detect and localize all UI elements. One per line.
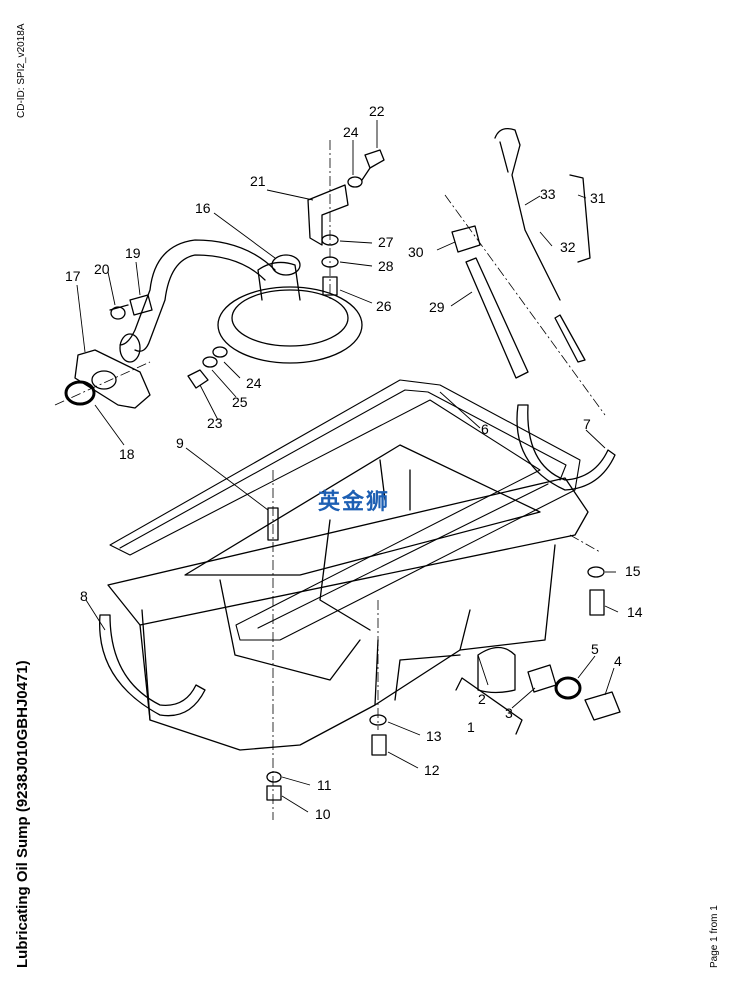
callout-21: 21 (250, 173, 266, 189)
callout-1: 1 (467, 719, 475, 735)
callout-31: 31 (590, 190, 606, 206)
callout-30: 30 (408, 244, 424, 260)
callout-33: 33 (540, 186, 556, 202)
adaptor-3 (527, 664, 557, 693)
flange-hole (91, 370, 117, 390)
washer-24-top (347, 176, 363, 188)
tube-cap (451, 225, 481, 253)
oil-strainer (119, 239, 363, 364)
nut-10 (266, 785, 282, 801)
seal-left (99, 614, 206, 717)
callout-15: 15 (625, 563, 641, 579)
oil-sump-pan (107, 444, 589, 751)
bracket (307, 184, 349, 246)
callout-6: 6 (481, 421, 489, 437)
group-bracket-31 (569, 174, 591, 263)
washer-24-low (212, 346, 228, 358)
callout-17: 17 (65, 268, 81, 284)
dipstick-tube (465, 257, 529, 379)
callout-2: 2 (478, 691, 486, 707)
callout-27: 27 (378, 234, 394, 250)
callout-18: 18 (119, 446, 135, 462)
callout-26: 26 (376, 298, 392, 314)
seal-right (516, 404, 616, 491)
bolt-22 (361, 149, 385, 181)
leader-lines (76, 120, 619, 813)
nut-26 (322, 276, 338, 296)
callout-32: 32 (560, 239, 576, 255)
dipstick-blade (554, 314, 586, 363)
bolt-14 (589, 589, 605, 616)
callout-9: 9 (176, 435, 184, 451)
callout-22: 22 (369, 103, 385, 119)
washer-15 (587, 566, 605, 578)
bolt-19 (109, 294, 153, 316)
seal-ring-5 (554, 676, 582, 700)
callout-11: 11 (317, 777, 332, 793)
washer-11 (266, 771, 282, 783)
dipstick (494, 127, 561, 301)
callout-19: 19 (125, 245, 141, 261)
group-bracket-1 (455, 677, 523, 735)
callout-12: 12 (424, 762, 440, 778)
washer-25 (202, 356, 218, 368)
callout-28: 28 (378, 258, 394, 274)
bolt-12 (371, 734, 387, 756)
callout-24-top: 24 (343, 124, 359, 140)
callout-4: 4 (614, 653, 622, 669)
callout-25: 25 (232, 394, 248, 410)
callout-5: 5 (591, 641, 599, 657)
callout-24-low: 24 (246, 375, 262, 391)
stud (267, 507, 279, 541)
callout-23: 23 (207, 415, 223, 431)
callout-10: 10 (315, 806, 331, 822)
nut-23 (187, 369, 209, 389)
callout-3: 3 (505, 705, 513, 721)
callout-20: 20 (94, 261, 110, 277)
drain-plug-4 (584, 691, 621, 721)
callout-29: 29 (429, 299, 445, 315)
o-ring (64, 380, 96, 406)
sump-gasket (109, 379, 581, 641)
callout-14: 14 (627, 604, 643, 620)
callout-7: 7 (583, 416, 591, 432)
watermark-logo: 英金狮 (318, 490, 391, 515)
callout-16: 16 (195, 200, 211, 216)
callout-8: 8 (80, 588, 88, 604)
washer-20 (110, 306, 126, 320)
centerlines (54, 140, 606, 820)
callout-13: 13 (426, 728, 442, 744)
callout-numbers: 1 2 3 4 5 6 7 8 9 10 11 12 13 14 15 16 1… (65, 103, 643, 822)
